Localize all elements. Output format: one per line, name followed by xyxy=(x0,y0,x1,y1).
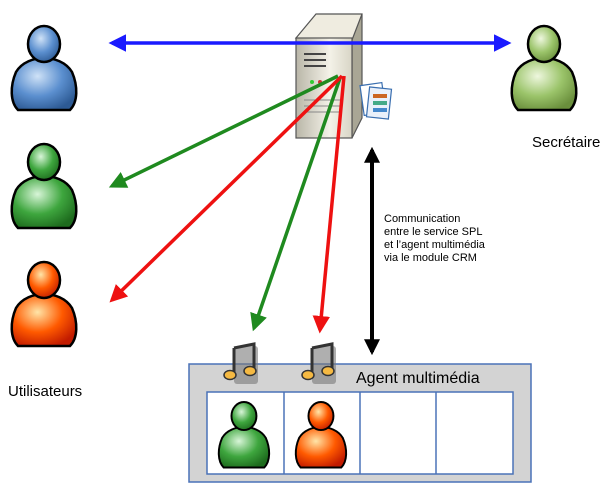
secretary-label: Secrétaire xyxy=(532,134,601,151)
communication-line-4: via le module CRM xyxy=(384,252,477,264)
communication-line-1: Communication xyxy=(384,213,461,225)
arrow-server-to-green-user xyxy=(108,74,339,188)
music-note-icon-2 xyxy=(301,342,336,384)
communication-line-2: entre le service SPL xyxy=(384,226,483,238)
communication-line-3: et l’agent multimédia xyxy=(384,239,485,251)
agent-panel-title: Agent multimédia xyxy=(356,370,480,387)
person-icon-blue xyxy=(10,24,78,112)
arrow-server-to-orange-user xyxy=(109,74,344,303)
person-icon-secretary xyxy=(510,24,578,112)
arrow-server-to-agent-green xyxy=(250,77,342,332)
server-icon xyxy=(294,13,363,139)
person-icon-green xyxy=(10,142,78,230)
communication-caption: Communication entre le service SPL et l’… xyxy=(384,213,485,265)
arrow-server-to-agent-red xyxy=(312,75,346,334)
users-label: Utilisateurs xyxy=(8,383,83,400)
music-note-icon-1 xyxy=(223,342,258,384)
documents-icon xyxy=(359,81,393,120)
person-icon-orange xyxy=(10,260,78,348)
